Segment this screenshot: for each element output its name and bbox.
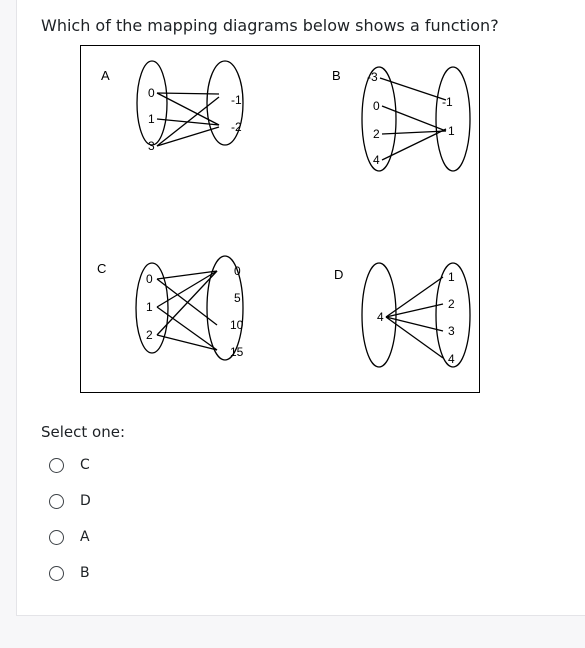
diagram-a-arrow xyxy=(156,92,220,126)
answer-option-c[interactable]: C xyxy=(49,447,91,483)
diagram-c-arrow xyxy=(156,270,218,308)
diagram-d-range-value: 1 xyxy=(448,270,455,284)
answer-option-label: C xyxy=(80,457,90,473)
diagram-a-range-oval xyxy=(206,60,244,146)
diagram-c-domain-value: 0 xyxy=(146,272,153,286)
diagram-a-range-value: -1 xyxy=(231,93,242,107)
radio-button[interactable] xyxy=(49,565,64,581)
diagram-b-range-value: -1 xyxy=(442,95,453,109)
question-text: Which of the mapping diagrams below show… xyxy=(41,16,499,35)
diagram-a-domain-value: 0 xyxy=(148,86,155,100)
diagram-c-range-value: 15 xyxy=(230,345,244,359)
diagram-b-domain-oval xyxy=(361,66,397,172)
diagram-c-arrow xyxy=(156,270,218,336)
diagram-d-range-oval xyxy=(435,262,471,368)
answer-option-label: A xyxy=(80,529,90,545)
answer-option-a[interactable]: A xyxy=(49,519,91,555)
diagram-c-arrow xyxy=(156,306,218,351)
diagram-c-range-value: 5 xyxy=(234,291,241,305)
diagram-d-arrow xyxy=(385,303,444,318)
diagram-b-domain-value: -3 xyxy=(367,70,378,84)
diagram-b: B -3 0 2 4 -1 1 xyxy=(332,66,471,172)
diagram-a-label: A xyxy=(101,68,110,83)
diagram-b-label: B xyxy=(332,68,341,83)
radio-button[interactable] xyxy=(49,457,64,473)
diagram-b-arrow xyxy=(381,105,447,132)
diagram-a-arrow xyxy=(156,126,220,147)
diagram-b-range-oval xyxy=(435,66,471,172)
answer-option-d[interactable]: D xyxy=(49,483,91,519)
question-card: Which of the mapping diagrams below show… xyxy=(16,0,585,616)
diagram-b-domain-value: 0 xyxy=(373,99,380,113)
diagram-a-domain-value: 1 xyxy=(148,112,155,126)
diagram-b-arrow xyxy=(381,128,447,161)
diagram-b-domain-value: 2 xyxy=(373,127,380,141)
diagram-c-arrow xyxy=(156,270,218,280)
diagram-c-label: C xyxy=(97,261,106,276)
diagram-b-domain-value: 4 xyxy=(373,153,380,167)
diagram-a-domain-oval xyxy=(136,60,168,146)
diagram-a-range-value: -2 xyxy=(231,120,242,134)
diagram-c-domain-value: 1 xyxy=(146,300,153,314)
answer-option-b[interactable]: B xyxy=(49,555,91,591)
diagram-c-domain-oval xyxy=(135,262,169,354)
radio-button[interactable] xyxy=(49,529,64,545)
diagram-d: D 4 1 2 3 4 xyxy=(334,262,471,368)
diagram-c-range-value: 0 xyxy=(234,264,241,278)
diagram-a: A 0 1 3 -1 -2 xyxy=(101,60,244,153)
diagram-d-label: D xyxy=(334,267,343,282)
diagram-c-arrow xyxy=(156,278,218,326)
diagram-d-range-value: 3 xyxy=(448,324,455,338)
diagram-d-arrow xyxy=(385,276,444,318)
mapping-diagrams-figure: A 0 1 3 -1 -2 B -3 0 2 xyxy=(80,45,480,393)
diagram-a-domain-value: 3 xyxy=(148,139,155,153)
diagram-d-range-value: 4 xyxy=(448,352,455,366)
answer-option-label: B xyxy=(80,565,90,581)
diagram-d-arrow xyxy=(385,316,444,332)
radio-button[interactable] xyxy=(49,493,64,509)
diagram-c-range-value: 10 xyxy=(230,318,244,332)
diagram-d-range-value: 2 xyxy=(448,297,455,311)
diagram-b-arrow xyxy=(381,130,447,135)
diagram-b-range-value: 1 xyxy=(448,124,455,138)
diagram-c-domain-value: 2 xyxy=(146,328,153,342)
answer-option-label: D xyxy=(80,493,91,509)
diagram-c-range-oval xyxy=(206,255,244,361)
diagram-a-arrow xyxy=(156,92,220,95)
diagram-d-domain-value: 4 xyxy=(377,310,384,324)
select-one-label: Select one: xyxy=(41,423,126,441)
figure-frame xyxy=(80,45,480,393)
diagram-a-arrow xyxy=(156,96,220,147)
answer-options: C D A B xyxy=(49,447,91,591)
diagram-d-arrow xyxy=(385,316,444,359)
diagram-c: C 0 1 2 0 5 10 15 xyxy=(97,255,244,361)
diagram-b-arrow xyxy=(379,77,447,101)
diagram-c-arrow xyxy=(156,334,218,351)
